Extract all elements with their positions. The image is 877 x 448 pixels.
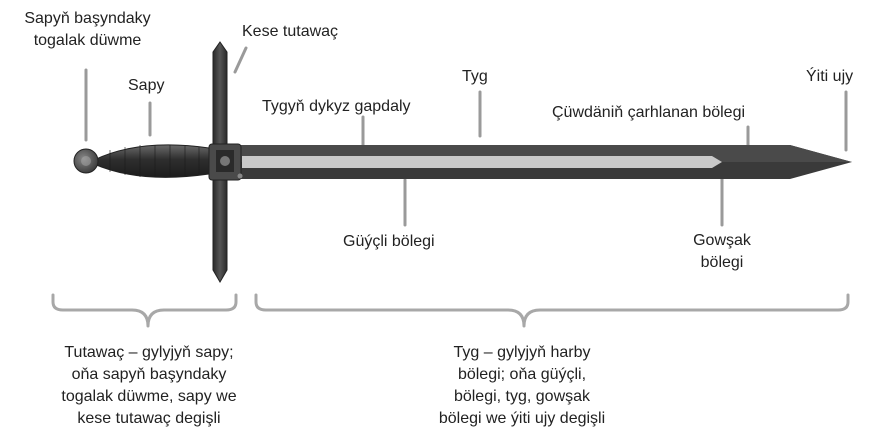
foible-label-line: Gowşak — [693, 232, 751, 249]
crossguard-pointer — [233, 46, 248, 74]
tip-label: Ýiti ujy — [806, 68, 854, 85]
pommel-label: Sapyň başyndaky togalak düwme — [0, 8, 175, 52]
blade-description-line: bölegi; oňa güýçli, — [457, 366, 587, 383]
hilt-description: Tutawaç – gylyjyň sapy; oňa sapyň başynd… — [24, 342, 274, 430]
crossguard — [208, 41, 243, 283]
hilt-description-line: oňa sapyň başyndaky — [71, 366, 227, 383]
forte-label: Güýçli bölegi — [343, 233, 435, 250]
hilt-description-line: togalak düwme, sapy we — [61, 388, 237, 405]
grip — [93, 144, 210, 178]
pommel-label-line: Sapyň başyndaky — [24, 10, 151, 27]
hilt-description-line: Tutawaç – gylyjyň sapy; — [64, 344, 234, 361]
pointer-lines — [84, 46, 848, 227]
pommel-label-line: togalak düwme — [33, 32, 142, 49]
blade-label: Tyg — [462, 68, 488, 85]
ricasso-label: Çüwdäniň çarhlanan bölegi — [552, 104, 746, 121]
grip-label: Sapy — [128, 77, 165, 94]
hilt-bracket — [51, 293, 238, 328]
blade-description-line: Tyg – gylyjyň harby — [453, 344, 591, 361]
blade-description-line: bölegi, tyg, gowşak — [453, 388, 591, 405]
hilt-description-line: kese tutawaç degişli — [77, 410, 221, 427]
pommel — [73, 148, 99, 174]
blade-description-line: bölegi we ýiti ujy degişli — [438, 410, 606, 427]
foible-label: Gowşak bölegi — [672, 230, 772, 274]
blade-bracket — [254, 293, 850, 328]
blade — [238, 145, 852, 179]
fuller-label: Tygyň dykyz gapdaly — [262, 98, 411, 115]
blade-fuller — [242, 156, 722, 168]
foible-label-line: bölegi — [700, 254, 744, 271]
crossguard-label: Kese tutawaç — [242, 23, 339, 40]
brackets — [51, 293, 850, 328]
blade-description: Tyg – gylyjyň harby bölegi; oňa güýçli, … — [392, 342, 652, 430]
